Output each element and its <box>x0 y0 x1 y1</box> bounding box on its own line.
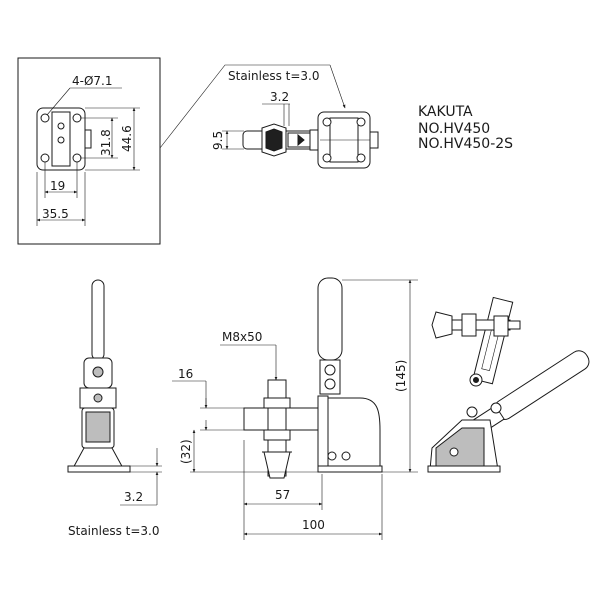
thread-spec: M8x50 <box>222 330 262 344</box>
top-dim-3-2: 3.2 <box>270 90 289 104</box>
dim-35-5: 35.5 <box>42 207 69 221</box>
detail-leader <box>159 64 330 149</box>
side-base <box>317 465 383 473</box>
top-view: Stainless t=3.0 3.2 9.5 <box>211 64 379 169</box>
top-hole <box>356 153 366 163</box>
front-view: 3.2 Stainless t=3.0 <box>67 279 162 538</box>
pivot-pin-2 <box>57 136 65 144</box>
open-handle <box>493 350 590 420</box>
spindle-tip <box>297 133 305 147</box>
hole-note: 4-Ø7.1 <box>72 74 113 88</box>
plate-tab <box>84 129 92 149</box>
open-position-view <box>427 296 590 473</box>
model-number-1: NO.HV450 <box>418 121 490 137</box>
mounting-hole-tr <box>72 113 82 123</box>
top-hole <box>356 117 366 127</box>
side-body-hole <box>327 451 337 461</box>
title-block: KAKUTA NO.HV450 NO.HV450-2S <box>418 104 513 152</box>
side-nut-lower <box>263 429 291 441</box>
open-spindle-tip <box>431 311 453 339</box>
open-pivot-2 <box>466 406 478 418</box>
open-pivot-1-center <box>473 377 479 383</box>
top-material-note: Stainless t=3.0 <box>228 69 320 83</box>
side-handle <box>317 277 343 361</box>
open-nut-1 <box>461 313 477 337</box>
handle-stub <box>369 131 379 149</box>
open-nut-2 <box>493 315 509 337</box>
side-dim-16: 16 <box>178 367 193 381</box>
pivot-pin-1 <box>57 122 65 130</box>
top-hole <box>322 153 332 163</box>
material-leader <box>329 64 346 109</box>
side-dim-100: 100 <box>302 518 325 532</box>
side-body-post <box>317 395 329 471</box>
base-plate-detail: 4-Ø7.1 31.8 44.6 19 35.5 <box>17 57 330 245</box>
top-hole <box>322 117 332 127</box>
side-view: M8x50 16 (32) (145) 57 100 <box>172 277 418 540</box>
open-pivot-4 <box>449 447 459 457</box>
side-dim-57: 57 <box>275 488 290 502</box>
spindle-end <box>507 320 521 330</box>
mounting-hole-br <box>72 153 82 163</box>
detail-frame <box>17 57 161 245</box>
side-dim-32: (32) <box>179 439 193 464</box>
open-base <box>427 465 501 473</box>
side-body <box>321 397 381 471</box>
open-arm <box>472 296 514 385</box>
mounting-hole-bl <box>40 153 50 163</box>
front-dim-3-2: 3.2 <box>124 490 143 504</box>
front-base-plate <box>67 465 131 473</box>
dim-44-6: 44.6 <box>120 125 134 152</box>
open-pivot-3 <box>490 402 502 414</box>
side-pivot-1 <box>324 364 336 376</box>
hole-leader <box>46 87 71 116</box>
side-nut-upper <box>263 397 291 409</box>
maker-name: KAKUTA <box>418 104 473 120</box>
side-pivot-2 <box>324 378 336 390</box>
mounting-hole-tl <box>40 113 50 123</box>
dim-31-8: 31.8 <box>99 129 113 156</box>
open-body-inner <box>435 427 485 467</box>
front-pivot-1 <box>92 366 104 378</box>
top-dim-9-5: 9.5 <box>211 131 225 150</box>
front-pivot-2 <box>93 393 103 403</box>
hex-nut-inner <box>265 128 283 152</box>
arm-link <box>309 129 319 151</box>
side-dim-145: (145) <box>394 360 408 392</box>
front-handle <box>91 279 105 361</box>
front-material-note: Stainless t=3.0 <box>68 524 160 538</box>
front-body-inner <box>85 411 111 443</box>
dim-19: 19 <box>50 179 65 193</box>
model-number-2: NO.HV450-2S <box>418 136 513 152</box>
side-body-hole <box>341 451 351 461</box>
